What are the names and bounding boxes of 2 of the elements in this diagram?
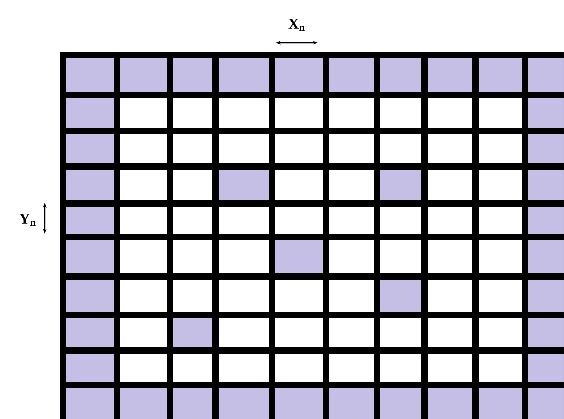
dimension-label: Y$_{n}$ <box>20 214 36 226</box>
dimension-label: X$_{n}$ <box>288 19 305 31</box>
